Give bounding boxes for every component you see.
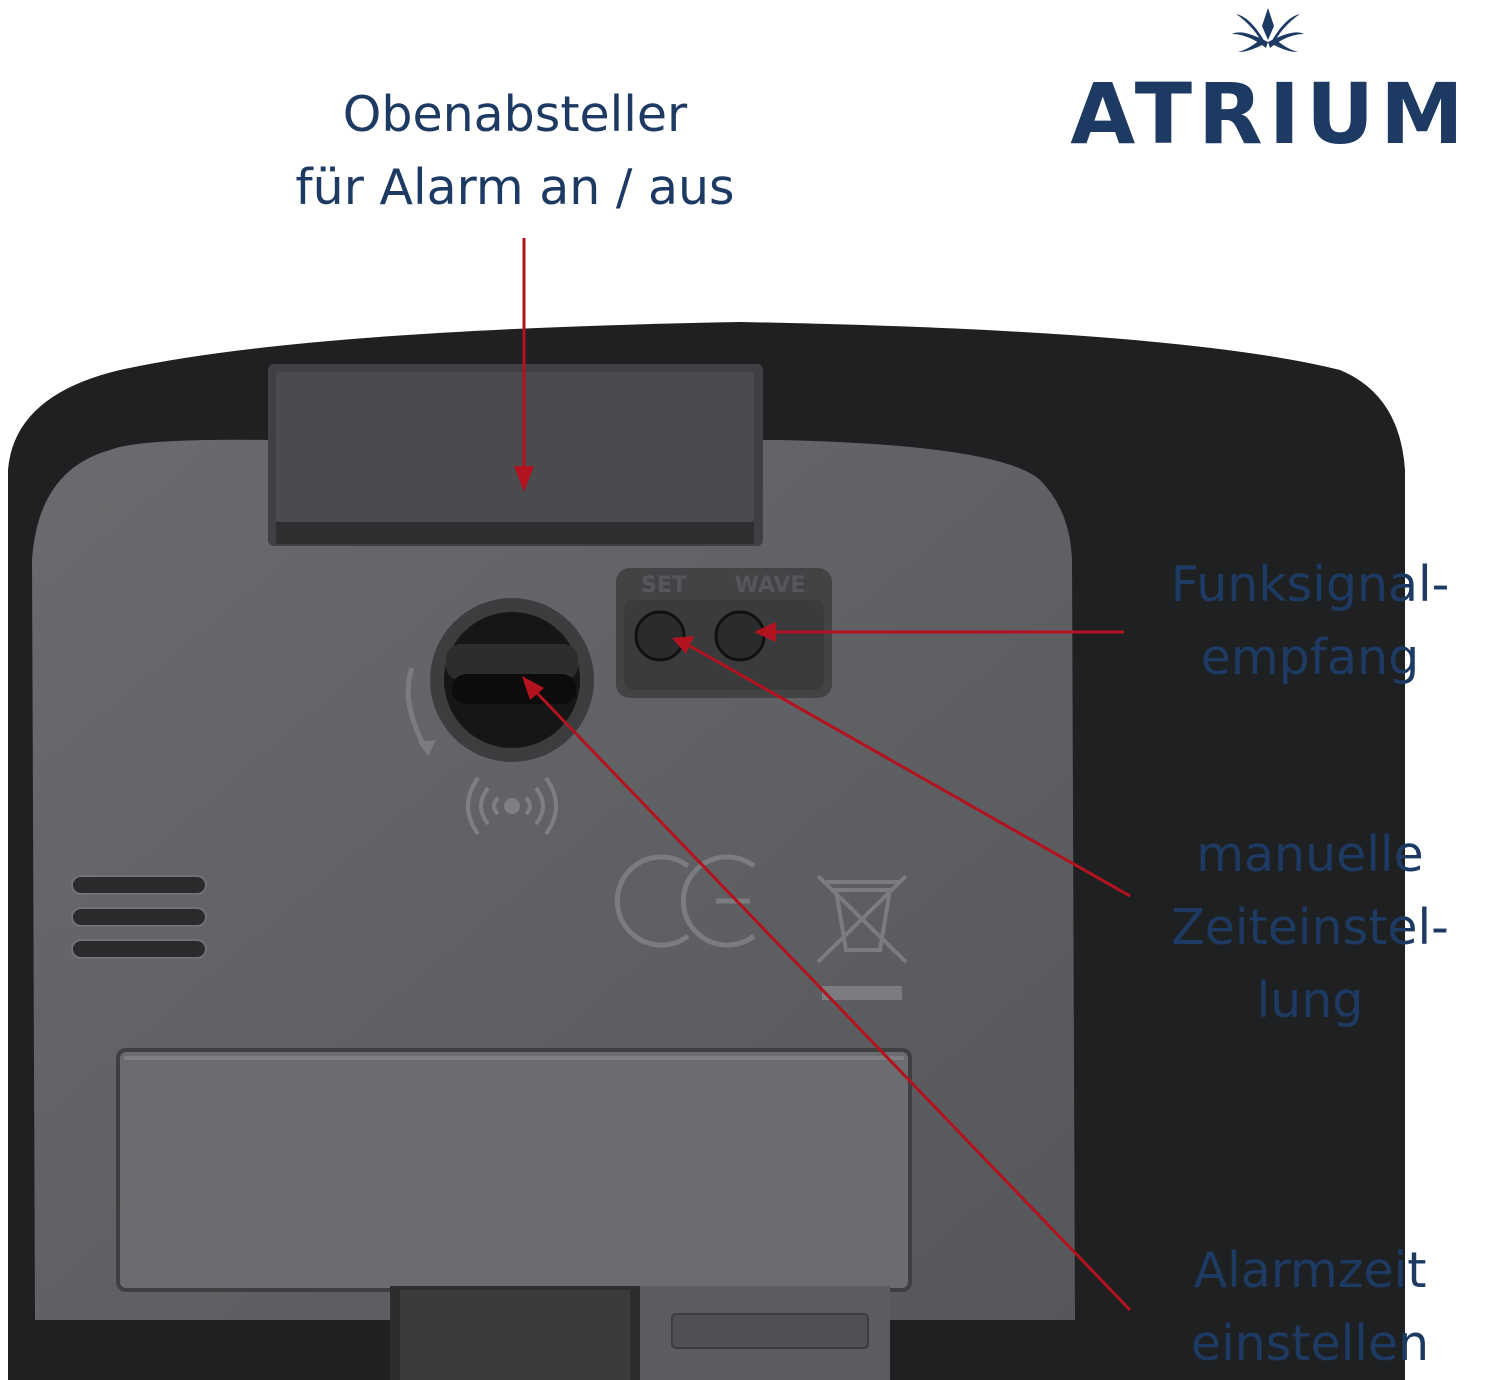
ce-mark-icon <box>614 854 756 948</box>
callout-line: für Alarm an / aus <box>295 159 735 216</box>
callout-line: einstellen <box>1190 1315 1430 1372</box>
callout-line: Zeiteinstel- <box>1171 899 1449 956</box>
callout-snooze-bar: Obenabsteller für Alarm an / aus <box>250 78 780 224</box>
arrowhead-radio <box>754 622 776 642</box>
arrowhead-alarm <box>522 676 544 700</box>
callout-line: manuelle <box>1196 826 1424 883</box>
arrowhead-manual <box>672 636 694 654</box>
set-label: SET <box>641 573 687 598</box>
callout-manual-time: manuelle Zeiteinstel- lung <box>1130 818 1490 1037</box>
alarm-time-knob[interactable] <box>430 598 594 762</box>
rotation-arrow-icon <box>405 667 428 750</box>
set-button[interactable] <box>634 610 686 662</box>
speaker-grille-icon <box>71 875 207 959</box>
callout-line: Funksignal- <box>1170 556 1450 613</box>
callout-line: empfang <box>1200 629 1420 686</box>
wave-label: WAVE <box>735 573 806 598</box>
callout-alarm-time: Alarmzeit einstellen <box>1130 1234 1490 1380</box>
brand-logo: ATRIUM <box>1070 65 1470 163</box>
callout-line: Obenabsteller <box>342 86 688 143</box>
arrowhead-top <box>514 466 534 492</box>
snooze-bar[interactable] <box>268 364 763 546</box>
callout-line: lung <box>1256 972 1364 1029</box>
callout-radio-signal: Funksignal- empfang <box>1130 548 1490 694</box>
callout-line: Alarmzeit <box>1193 1242 1427 1299</box>
alarm-signal-icon <box>466 776 558 836</box>
weee-bin-icon <box>816 874 908 1000</box>
